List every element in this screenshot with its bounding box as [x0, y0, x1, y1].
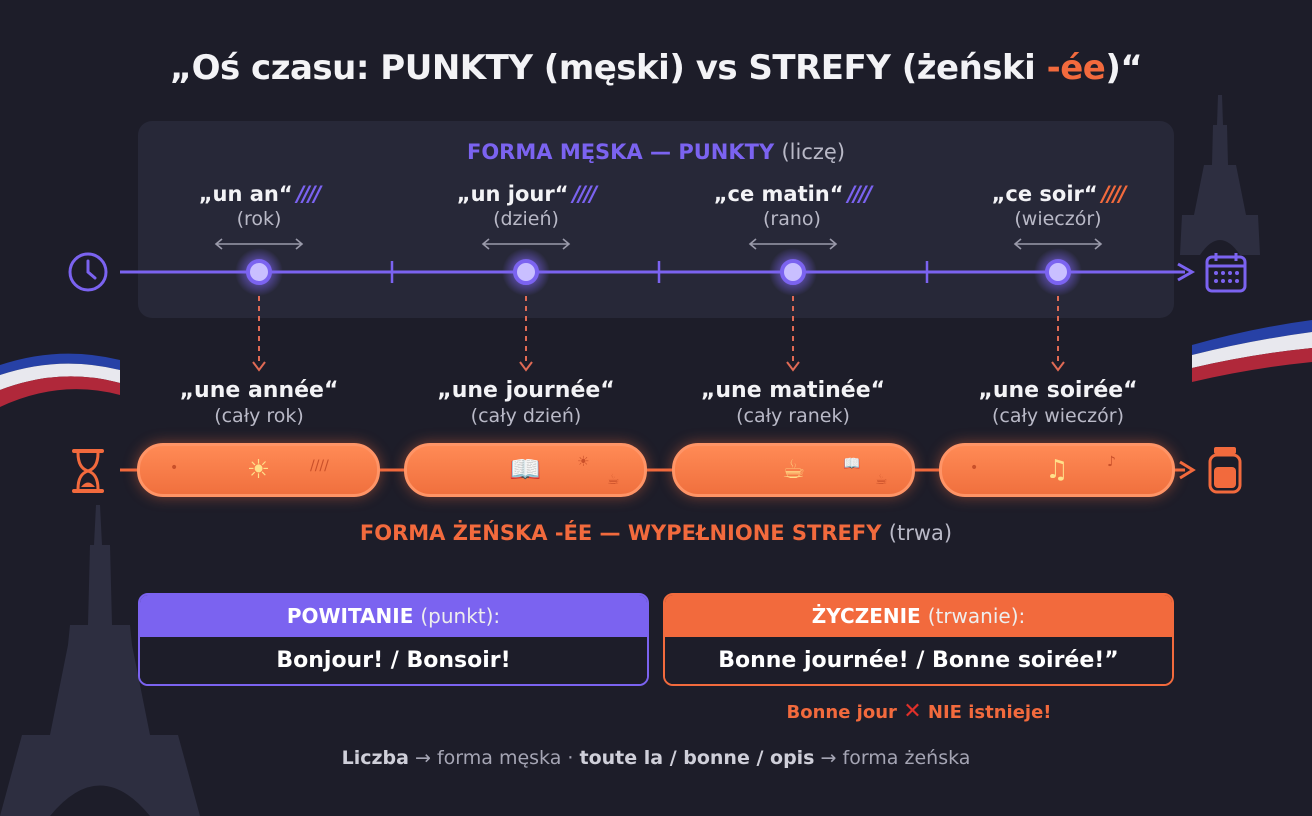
- wish-box-text: Bonne journée! / Bonne soirée!”: [665, 637, 1172, 684]
- span-arrows: [214, 238, 1103, 250]
- masc-word: „ce matin“////: [713, 182, 873, 206]
- eiffel-tower-icon: [0, 505, 200, 816]
- fem-gloss: (cały rok): [214, 405, 304, 427]
- fem-gloss: (cały dzień): [470, 405, 582, 427]
- tally-icon: ////: [310, 458, 329, 474]
- connector-arrows: [258, 296, 1059, 362]
- zone-evening: ♫ ♪ •: [939, 443, 1175, 497]
- clock-icon: [68, 252, 108, 292]
- masc-word: „un an“////: [198, 182, 322, 206]
- zone-day: 📖 ☀ ☕: [404, 443, 647, 497]
- page-title: „Oś czasu: PUNKTY (męski) vs STREFY (żeń…: [169, 48, 1143, 88]
- tally-icon: ////: [572, 182, 598, 206]
- masc-gloss: (wieczór): [1014, 208, 1102, 230]
- fem-word: „une soirée“: [978, 378, 1138, 403]
- calendar-icon: [1205, 253, 1247, 293]
- masc-word: „ce soir“////: [991, 182, 1127, 206]
- warning-note: Bonne jour ✕ NIE istnieje!: [786, 699, 1052, 724]
- wish-box: ŻYCZENIE (trwanie): Bonne journée! / Bon…: [663, 593, 1174, 686]
- eiffel-tower-icon: [1180, 95, 1260, 255]
- tally-icon: ////: [847, 182, 873, 206]
- fem-word: „une journée“: [437, 378, 615, 403]
- french-flag-icon: [1192, 320, 1312, 382]
- cross-icon: ✕: [903, 699, 922, 724]
- book-icon: 📖: [509, 455, 542, 485]
- fem-word: „une année“: [179, 378, 339, 403]
- masc-word: „un jour“////: [456, 182, 598, 206]
- music-note-icon: ♫: [1045, 455, 1069, 485]
- fem-word: „une matinée“: [700, 378, 886, 403]
- masc-gloss: (rano): [763, 208, 821, 230]
- masc-gloss: (dzień): [493, 208, 559, 230]
- greeting-box-text: Bonjour! / Bonsoir!: [140, 637, 647, 684]
- zone-year: ☀ //// •: [137, 443, 380, 497]
- feminine-heading: FORMA ŻEŃSKA -ÉE — WYPEŁNIONE STREFY (tr…: [359, 521, 953, 545]
- greeting-box: POWITANIE (punkt): Bonjour! / Bonsoir!: [138, 593, 649, 686]
- greeting-box-header: POWITANIE (punkt):: [140, 595, 647, 637]
- fem-gloss: (cały wieczór): [992, 405, 1124, 427]
- tally-icon: ////: [296, 182, 322, 206]
- zone-morning: ☕ 📖 ☕: [672, 443, 915, 497]
- coffee-icon: ☕: [781, 455, 806, 485]
- tally-icon: ////: [1101, 182, 1127, 206]
- masc-gloss: (rok): [236, 208, 282, 230]
- hourglass-icon: [72, 449, 104, 493]
- fem-gloss: (cały ranek): [736, 405, 850, 427]
- sun-icon: ☀: [246, 455, 271, 485]
- timeline-points: [235, 248, 1082, 296]
- wish-box-header: ŻYCZENIE (trwanie):: [665, 595, 1172, 637]
- footer-note: Liczba → forma męska · toute la / bonne …: [341, 747, 971, 769]
- jar-icon: [1208, 447, 1242, 494]
- masculine-panel: [138, 121, 1174, 318]
- french-flag-icon: [0, 353, 120, 407]
- masculine-heading: FORMA MĘSKA — PUNKTY (liczę): [466, 140, 846, 164]
